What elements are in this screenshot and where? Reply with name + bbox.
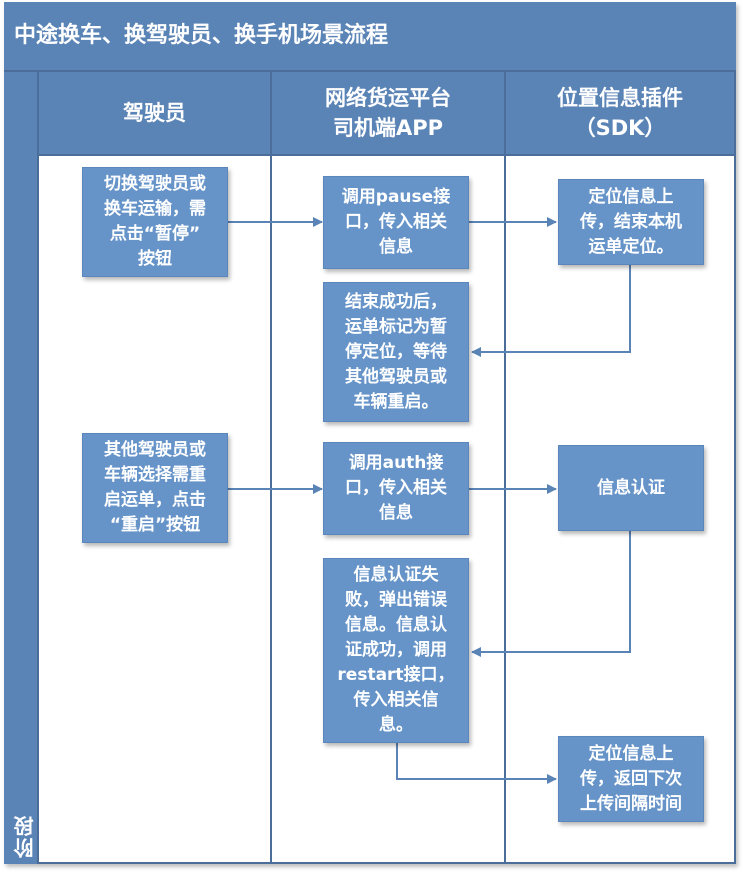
lane-divider [270,156,272,864]
step-driver-restart: 其他驾驶员或 车辆选择需重 启运单，点击 “重启”按钮 [82,433,228,543]
step-app-paused: 结束成功后， 运单标记为暂 停定位，等待 其他驾驶员或 车辆重启。 [323,282,469,422]
lane-header-driver: 驾驶员 [39,72,272,156]
step-driver-pause: 切换驾驶员或 换车运输，需 点击“暂停” 按钮 [82,167,228,277]
step-sdk-upload: 定位信息上 传，返回下次 上传间隔时间 [558,736,704,822]
step-sdk-auth: 信息认证 [558,445,704,531]
lane-divider [504,156,506,864]
lane-header-sdk: 位置信息插件 （SDK） [506,72,736,156]
step-app-restart: 信息认证失 败，弹出错误 信息。信息认 证成功，调用 restart接口， 传入… [323,558,469,743]
step-app-pause: 调用pause接 口，传入相关 信息 [323,176,469,269]
step-app-auth: 调用auth接 口，传入相关 信息 [323,442,469,535]
step-sdk-stop: 定位信息上 传，结束本机 运单定位。 [558,179,704,265]
lane-header-app: 网络货运平台 司机端APP [272,72,506,156]
phase-label: 阶段 [13,814,37,858]
diagram-title: 中途换车、换驾驶员、换手机场景流程 [4,2,736,72]
phase-column: 阶段 [4,72,39,864]
